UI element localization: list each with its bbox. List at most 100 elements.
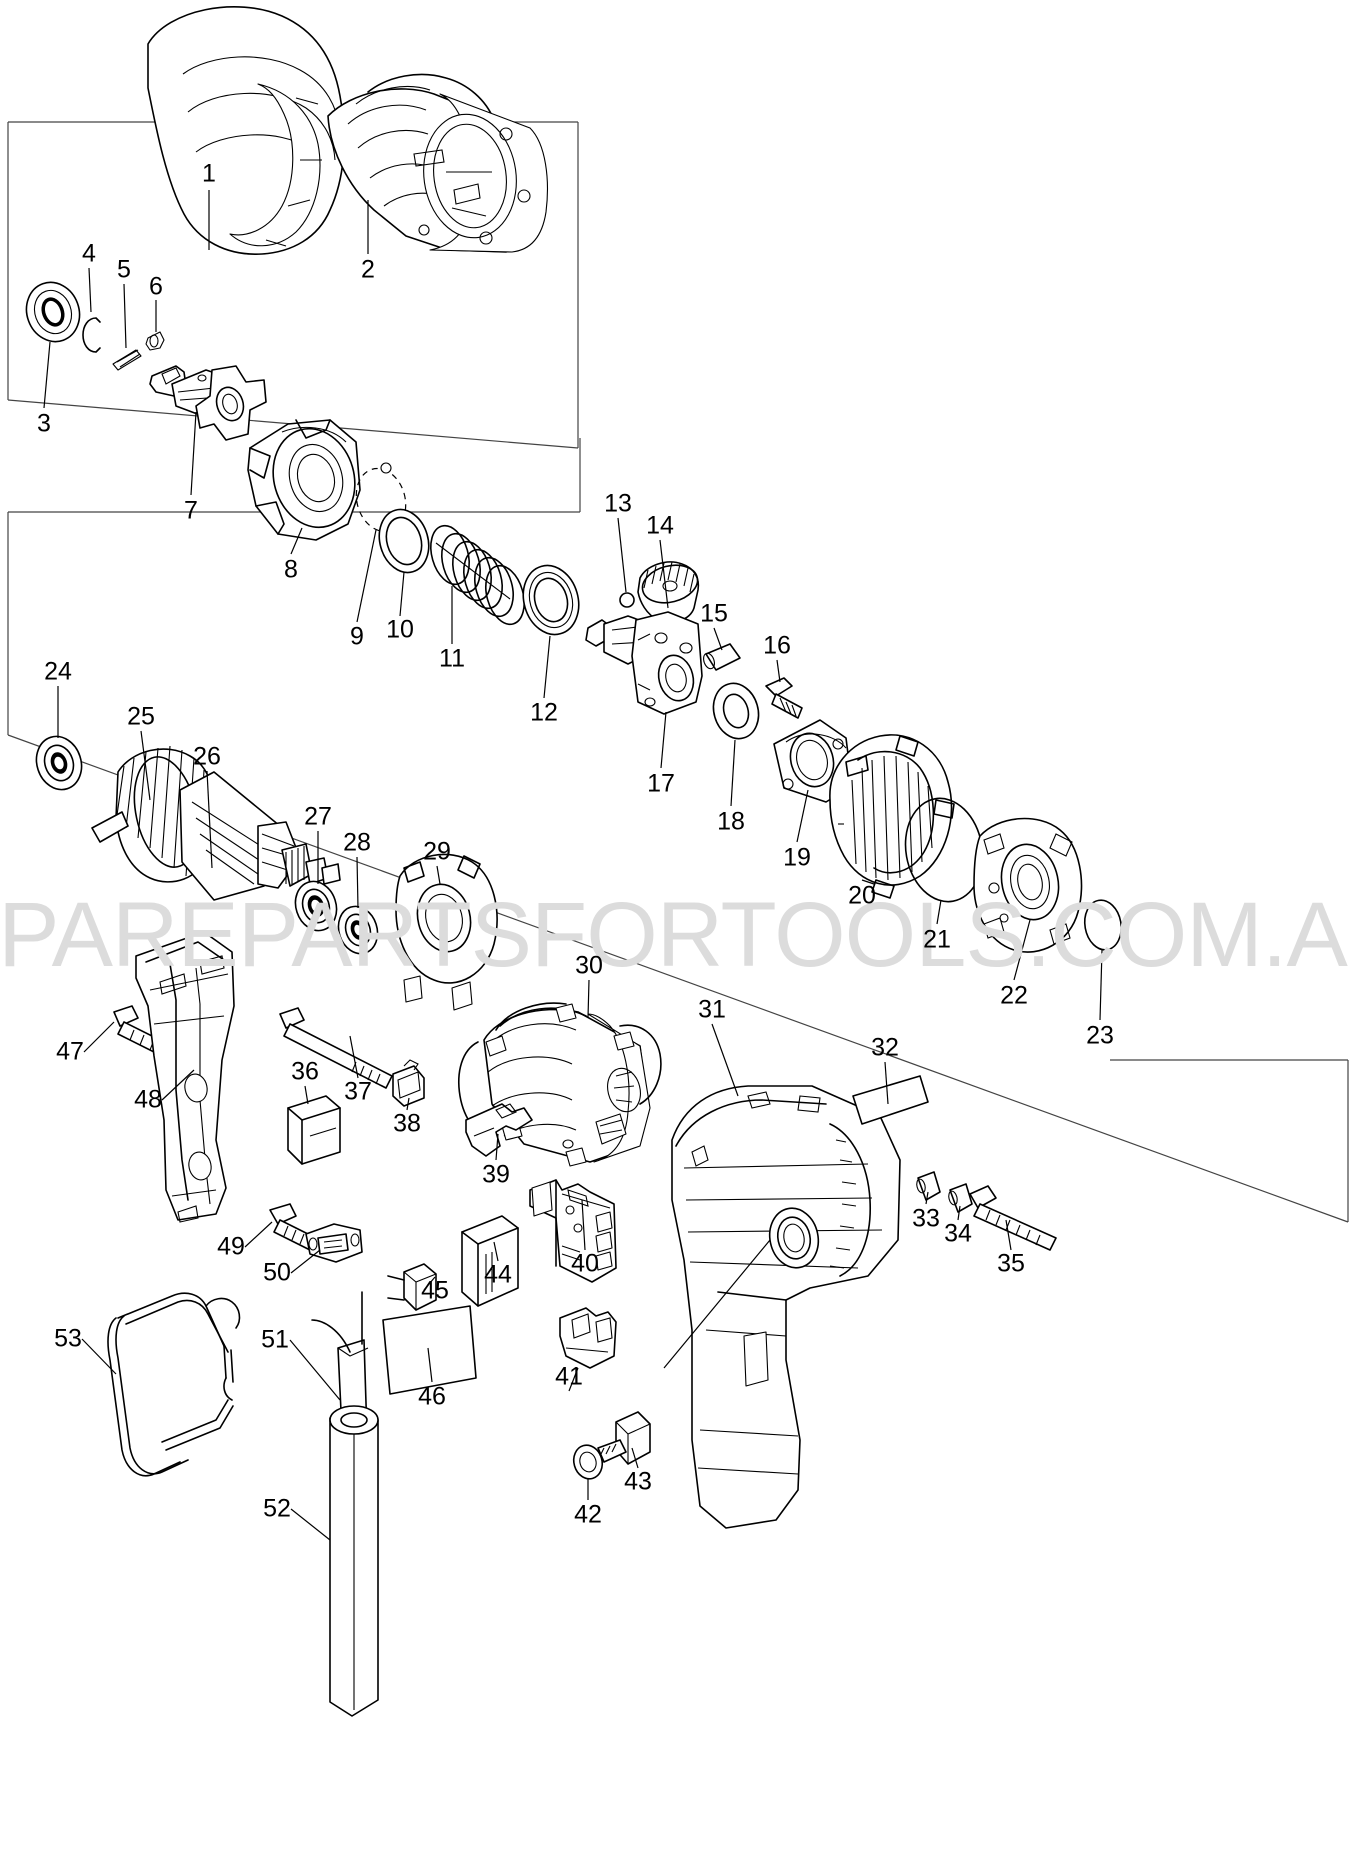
callout-36: 36 [291, 1057, 319, 1086]
part-52-grip-sleeve [329, 1405, 379, 1717]
callout-40: 40 [571, 1249, 599, 1278]
callout-39: 39 [482, 1160, 510, 1189]
part-46-plate [382, 1305, 477, 1395]
callout-25: 25 [127, 702, 155, 731]
part-32-nameplate [852, 1075, 929, 1125]
callout-16: 16 [763, 631, 791, 660]
leader-lines [43, 190, 1103, 1541]
callout-19: 19 [783, 843, 811, 872]
part-31-housing [671, 1085, 901, 1529]
callout-17: 17 [647, 769, 675, 798]
callout-46: 46 [418, 1382, 446, 1411]
part-6-bushing [145, 331, 165, 351]
callout-1: 1 [202, 159, 216, 188]
part-27-bearing [294, 880, 338, 932]
part-44-capacitor [461, 1215, 519, 1307]
part-41-terminal-assembly [559, 1307, 617, 1369]
part-33-spacer [916, 1171, 941, 1201]
part-50-cord-clamp [305, 1223, 363, 1263]
part-12-washer [522, 564, 580, 636]
callout-29: 29 [423, 837, 451, 866]
callout-27: 27 [304, 802, 332, 831]
callout-3: 3 [37, 409, 51, 438]
part-18-washer [712, 682, 760, 740]
callout-42: 42 [574, 1500, 602, 1529]
callout-52: 52 [263, 1494, 291, 1523]
part-40-switch [529, 1179, 617, 1283]
callout-45: 45 [421, 1276, 449, 1305]
part-13-steel-ball [619, 592, 635, 608]
part-48-handle-housing [135, 931, 235, 1223]
callout-47: 47 [56, 1037, 84, 1066]
callout-53: 53 [54, 1324, 82, 1353]
callout-26: 26 [193, 742, 221, 771]
part-2-gear-housing [327, 73, 548, 253]
callout-7: 7 [184, 496, 198, 525]
callout-51: 51 [261, 1325, 289, 1354]
callout-30: 30 [575, 951, 603, 980]
part-42-cap [572, 1439, 627, 1480]
part-37-screw [279, 1007, 393, 1089]
callout-14: 14 [646, 511, 674, 540]
callout-31: 31 [698, 995, 726, 1024]
callout-24: 24 [44, 657, 72, 686]
callout-23: 23 [1086, 1021, 1114, 1050]
callout-10: 10 [386, 615, 414, 644]
part-38-terminal [392, 1059, 425, 1107]
callout-38: 38 [393, 1109, 421, 1138]
callout-43: 43 [624, 1467, 652, 1496]
part-53-wire-clip [107, 1292, 241, 1477]
part-36-brush [287, 1095, 341, 1165]
part-17-spindle [585, 611, 703, 715]
part-15-pin [703, 643, 741, 671]
part-24-bearing [35, 735, 83, 791]
callout-21: 21 [923, 925, 951, 954]
part-10-washer [378, 508, 430, 574]
callout-9: 9 [350, 622, 364, 651]
callout-50: 50 [263, 1258, 291, 1287]
callout-49: 49 [217, 1232, 245, 1261]
part-22-housing-cap [973, 817, 1083, 953]
callout-41: 41 [555, 1362, 583, 1391]
callout-8: 8 [284, 555, 298, 584]
callout-4: 4 [82, 239, 96, 268]
part-3-oil-seal [25, 281, 81, 343]
part-4-retaining-ring [82, 317, 101, 353]
part-29-brush-holder [395, 853, 498, 1011]
callout-5: 5 [117, 255, 131, 284]
callout-44: 44 [484, 1260, 512, 1289]
part-35-screw [969, 1185, 1057, 1251]
callout-22: 22 [1000, 981, 1028, 1010]
part-5-spring-pin [112, 349, 142, 371]
part-25-26-armature [91, 745, 341, 901]
part-8-hammer [247, 419, 361, 541]
callout-28: 28 [343, 828, 371, 857]
part-23-o-ring [1083, 899, 1123, 951]
part-11-hammer-spring [430, 524, 525, 626]
callout-32: 32 [871, 1033, 899, 1062]
callout-48: 48 [134, 1085, 162, 1114]
part-1-bumper [147, 5, 345, 255]
part-20-ring-gear [829, 734, 955, 899]
part-7-anvil [149, 365, 267, 441]
part-45-terminal [387, 1263, 437, 1311]
callout-33: 33 [912, 1204, 940, 1233]
part-28-bearing [337, 905, 379, 955]
callout-11: 11 [439, 644, 465, 673]
callout-20: 20 [848, 881, 876, 910]
callout-35: 35 [997, 1249, 1025, 1278]
part-39-switch-lever [465, 1103, 533, 1157]
part-16-screw [765, 677, 803, 719]
callout-37: 37 [344, 1077, 372, 1106]
part-49-screw [269, 1203, 317, 1251]
callout-15: 15 [700, 599, 728, 628]
callout-12: 12 [530, 698, 558, 727]
callout-18: 18 [717, 807, 745, 836]
part-34-nut [948, 1183, 973, 1213]
callout-2: 2 [361, 255, 375, 284]
part-14-collar [637, 561, 700, 624]
callout-34: 34 [944, 1219, 972, 1248]
